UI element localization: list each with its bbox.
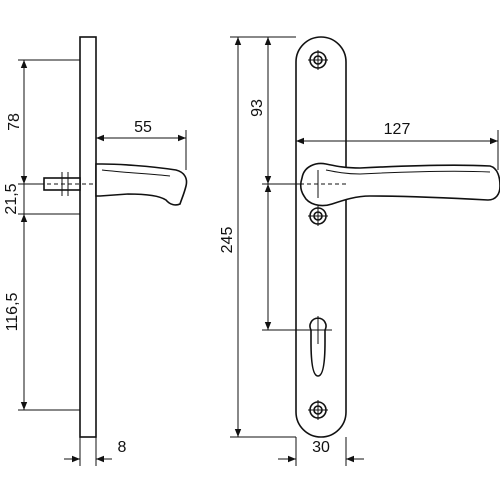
bottom-screw-icon	[308, 400, 328, 420]
top-screw-icon	[308, 50, 328, 70]
front-handle-lever	[299, 162, 500, 207]
side-handle-lever	[95, 163, 188, 206]
dim-8-label: 8	[118, 439, 127, 456]
side-view: 78 21,5 116,5 55 8	[3, 36, 188, 466]
dim-127-label: 127	[384, 121, 411, 138]
keyhole-icon	[304, 316, 332, 377]
side-spindle	[40, 172, 100, 196]
dim-93-label: 93	[249, 99, 266, 117]
dim-30-label: 30	[312, 439, 330, 456]
dim-21-5-label: 21,5	[3, 183, 20, 214]
dim-245-label: 245	[219, 227, 236, 254]
front-backplate	[295, 36, 347, 438]
side-backplate	[79, 36, 97, 438]
dim-78-label: 78	[6, 113, 23, 131]
dim-55-label: 55	[134, 119, 152, 136]
dim-116-5-label: 116,5	[4, 292, 21, 331]
middle-screw-icon	[308, 206, 328, 226]
front-view: 245 93 127 30	[219, 36, 500, 466]
